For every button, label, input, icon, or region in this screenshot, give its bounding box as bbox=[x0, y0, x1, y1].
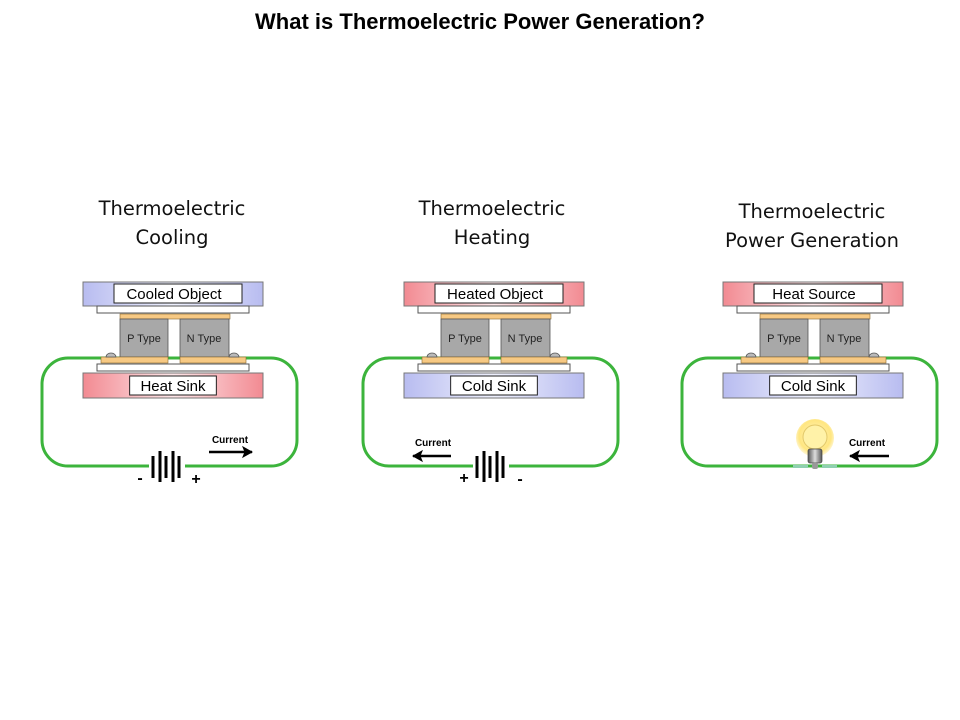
bulb-base bbox=[807, 448, 823, 464]
panel-power-generation: Thermoelectric Power Generation bbox=[652, 0, 960, 720]
current-arrow-head-icon bbox=[848, 449, 860, 463]
n-type-label: N Type bbox=[508, 333, 543, 345]
polarity-right: + bbox=[191, 471, 200, 488]
bottom-ceramic bbox=[417, 363, 571, 372]
current-arrow-head-icon bbox=[242, 445, 254, 459]
solder-joint-right bbox=[868, 352, 880, 358]
n-type-leg bbox=[500, 318, 551, 358]
p-type-leg bbox=[119, 318, 169, 358]
light-bulb-icon bbox=[802, 424, 828, 450]
top-plate-label: Heated Object bbox=[447, 286, 544, 303]
top-plate-label-box bbox=[113, 283, 243, 304]
panel-title-line2: Heating bbox=[453, 226, 531, 249]
bottom-conductor-left bbox=[100, 356, 169, 364]
panel-title: Thermoelectric Cooling bbox=[12, 194, 332, 252]
panel-title-line2: Power Generation bbox=[725, 229, 899, 252]
panel-title-line1: Thermoelectric bbox=[418, 197, 566, 220]
bottom-conductor-right bbox=[819, 356, 887, 364]
solder-joint-left bbox=[105, 352, 117, 358]
solder-joint-right bbox=[549, 352, 561, 358]
top-ceramic bbox=[736, 305, 890, 314]
polarity-left: + bbox=[459, 470, 468, 487]
bottom-plate-label-box bbox=[129, 375, 217, 396]
current-arrow-head-icon bbox=[411, 449, 423, 463]
bottom-plate-label: Heat Sink bbox=[140, 378, 206, 395]
bottom-plate-label-box bbox=[450, 375, 538, 396]
bulb-lead-left bbox=[793, 465, 808, 468]
n-type-label: N Type bbox=[187, 333, 222, 345]
top-plate-label: Heat Source bbox=[772, 286, 855, 303]
top-plate-label-box bbox=[434, 283, 564, 304]
bulb-lead-right bbox=[822, 465, 837, 468]
bulb-contact bbox=[812, 463, 818, 469]
top-ceramic bbox=[96, 305, 250, 314]
panel-title-line1: Thermoelectric bbox=[98, 197, 246, 220]
solder-joint-left bbox=[426, 352, 438, 358]
p-type-leg bbox=[759, 318, 809, 358]
solder-joint-right bbox=[228, 352, 240, 358]
top-ceramic bbox=[417, 305, 571, 314]
bottom-plate-label-box bbox=[769, 375, 857, 396]
bottom-conductor-left bbox=[740, 356, 809, 364]
p-type-label: P Type bbox=[127, 333, 161, 345]
panel-heating: Thermoelectric Heating bbox=[332, 0, 652, 720]
current-label: Current bbox=[415, 438, 452, 449]
current-label: Current bbox=[849, 438, 886, 449]
bottom-conductor-right bbox=[179, 356, 247, 364]
p-type-label: P Type bbox=[448, 333, 482, 345]
panel-title: Thermoelectric Heating bbox=[332, 194, 652, 252]
panel-title: Thermoelectric Power Generation bbox=[652, 197, 960, 255]
panel-title-line2: Cooling bbox=[135, 226, 209, 249]
bottom-ceramic bbox=[736, 363, 890, 372]
p-type-label: P Type bbox=[767, 333, 801, 345]
bottom-ceramic bbox=[96, 363, 250, 372]
bottom-conductor-left bbox=[421, 356, 490, 364]
polarity-right: - bbox=[517, 471, 522, 488]
panel-cooling: Thermoelectric Cooling bbox=[12, 0, 332, 720]
current-label: Current bbox=[212, 435, 249, 446]
panel-title-line1: Thermoelectric bbox=[738, 200, 886, 223]
bottom-plate-label: Cold Sink bbox=[781, 378, 846, 395]
n-type-label: N Type bbox=[827, 333, 862, 345]
top-conductor bbox=[119, 313, 231, 320]
bottom-plate-label: Cold Sink bbox=[462, 378, 527, 395]
n-type-leg bbox=[819, 318, 870, 358]
top-plate-label: Cooled Object bbox=[126, 286, 222, 303]
polarity-left: - bbox=[137, 470, 142, 487]
solder-joint-left bbox=[745, 352, 757, 358]
top-plate-label-box bbox=[753, 283, 883, 304]
circuit-wire bbox=[680, 356, 939, 468]
bottom-conductor-right bbox=[500, 356, 568, 364]
top-conductor bbox=[440, 313, 552, 320]
slide-title: What is Thermoelectric Power Generation? bbox=[255, 9, 705, 34]
top-conductor bbox=[759, 313, 871, 320]
